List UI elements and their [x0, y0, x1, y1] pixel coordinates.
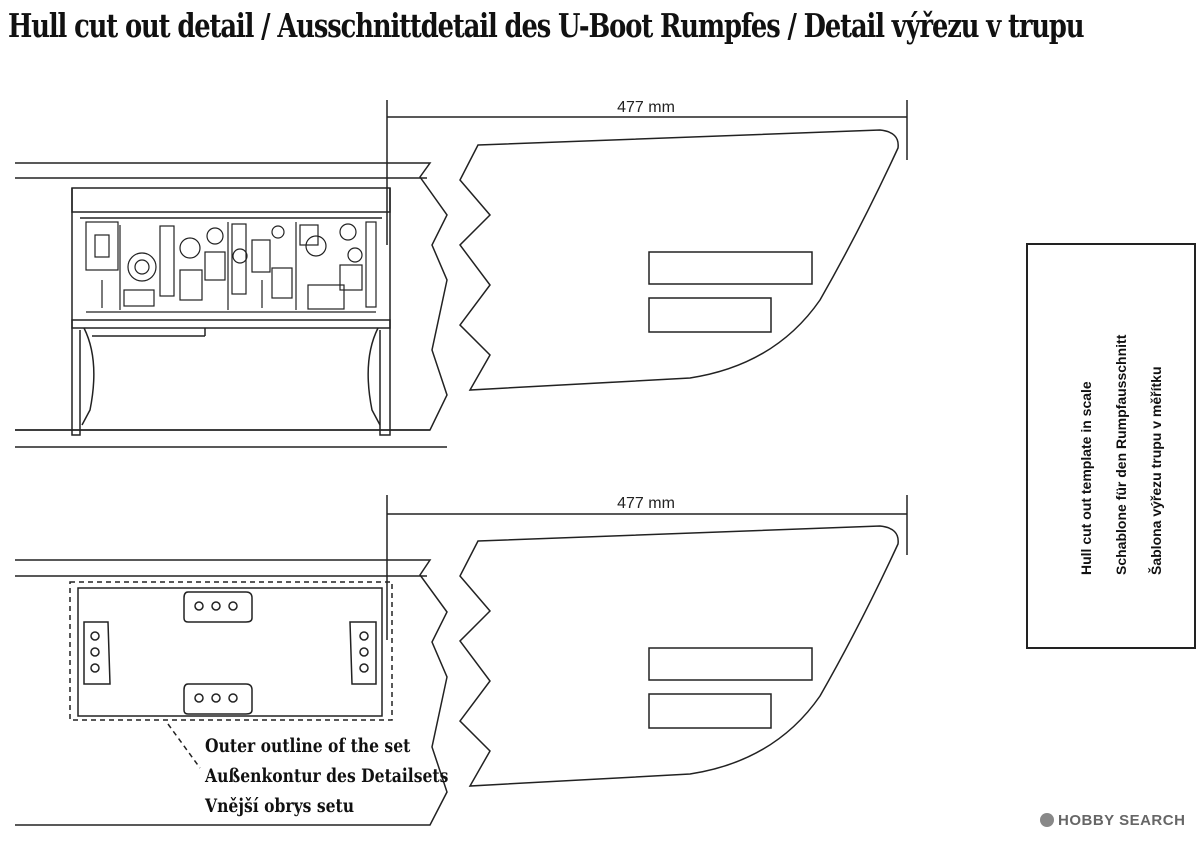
bottom-template-shape	[459, 525, 899, 787]
outline-note-de: Außenkontur des Detailsets	[205, 765, 449, 787]
top-template-shape	[459, 129, 899, 391]
top-detail-set	[71, 187, 391, 436]
watermark-text: HOBBY SEARCH	[1058, 812, 1186, 829]
bottom-hull-section	[15, 559, 448, 826]
top-hull-section	[15, 162, 448, 448]
machinery-detail	[85, 221, 377, 313]
sidebox-line-de: Schablone für den Rumpfausschnitt	[1113, 334, 1129, 575]
sidebox-line-en: Hull cut out template in scale	[1078, 381, 1094, 575]
watermark-logo-icon	[1040, 813, 1054, 827]
top-dimension-label: 477 mm	[617, 99, 675, 116]
page-title: Hull cut out detail / Ausschnittdetail d…	[8, 6, 1085, 45]
bottom-dimension-label: 477 mm	[617, 495, 675, 512]
sidebox-line-cz: Šablona výřezu trupu v měřítku	[1148, 366, 1164, 576]
watermark: HOBBY SEARCH	[1040, 812, 1185, 829]
template-scale-box: Hull cut out template in scale Schablone…	[1026, 243, 1196, 649]
outline-note-cz: Vnější obrys setu	[205, 795, 355, 817]
title-area: Hull cut out detail / Ausschnittdetail d…	[0, 0, 1200, 60]
outline-note-en: Outer outline of the set	[205, 735, 411, 757]
top-dimension	[386, 100, 908, 245]
bottom-dimension	[386, 495, 908, 640]
outer-outline-set	[69, 581, 393, 769]
